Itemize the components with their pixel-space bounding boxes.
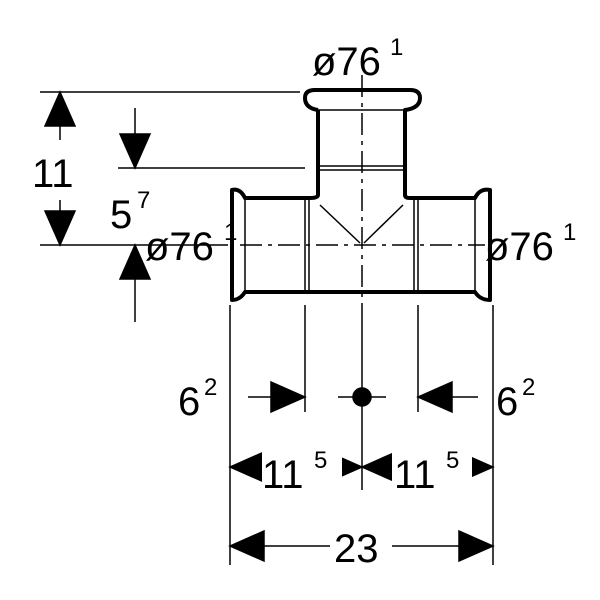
height-total-label: 11	[32, 152, 74, 196]
fitting-inner-lines	[244, 109, 476, 292]
right-half-sup: 5	[446, 447, 459, 474]
left-half-sup: 5	[314, 447, 327, 474]
center-lines	[240, 75, 485, 310]
socket-depth-label: 5	[110, 193, 132, 237]
right-diameter-sup: 1	[563, 219, 576, 246]
total-length-label: 23	[334, 527, 379, 571]
right-insert-label: 6	[496, 380, 518, 424]
left-insert-label: 6	[178, 380, 200, 424]
right-diameter-label: ø76	[485, 225, 554, 269]
left-diameter-sup: 1	[224, 219, 237, 246]
left-half-label: 11	[262, 453, 304, 497]
right-insert-sup: 2	[522, 374, 535, 401]
fitting-outline	[230, 88, 492, 302]
socket-depth-sup: 7	[137, 187, 150, 214]
extension-lines	[40, 91, 494, 565]
left-insert-sup: 2	[204, 374, 217, 401]
right-half-label: 11	[394, 453, 436, 497]
top-diameter-sup: 1	[390, 34, 403, 61]
top-diameter-label: ø76	[312, 40, 381, 84]
left-diameter-label: ø76	[145, 225, 214, 269]
